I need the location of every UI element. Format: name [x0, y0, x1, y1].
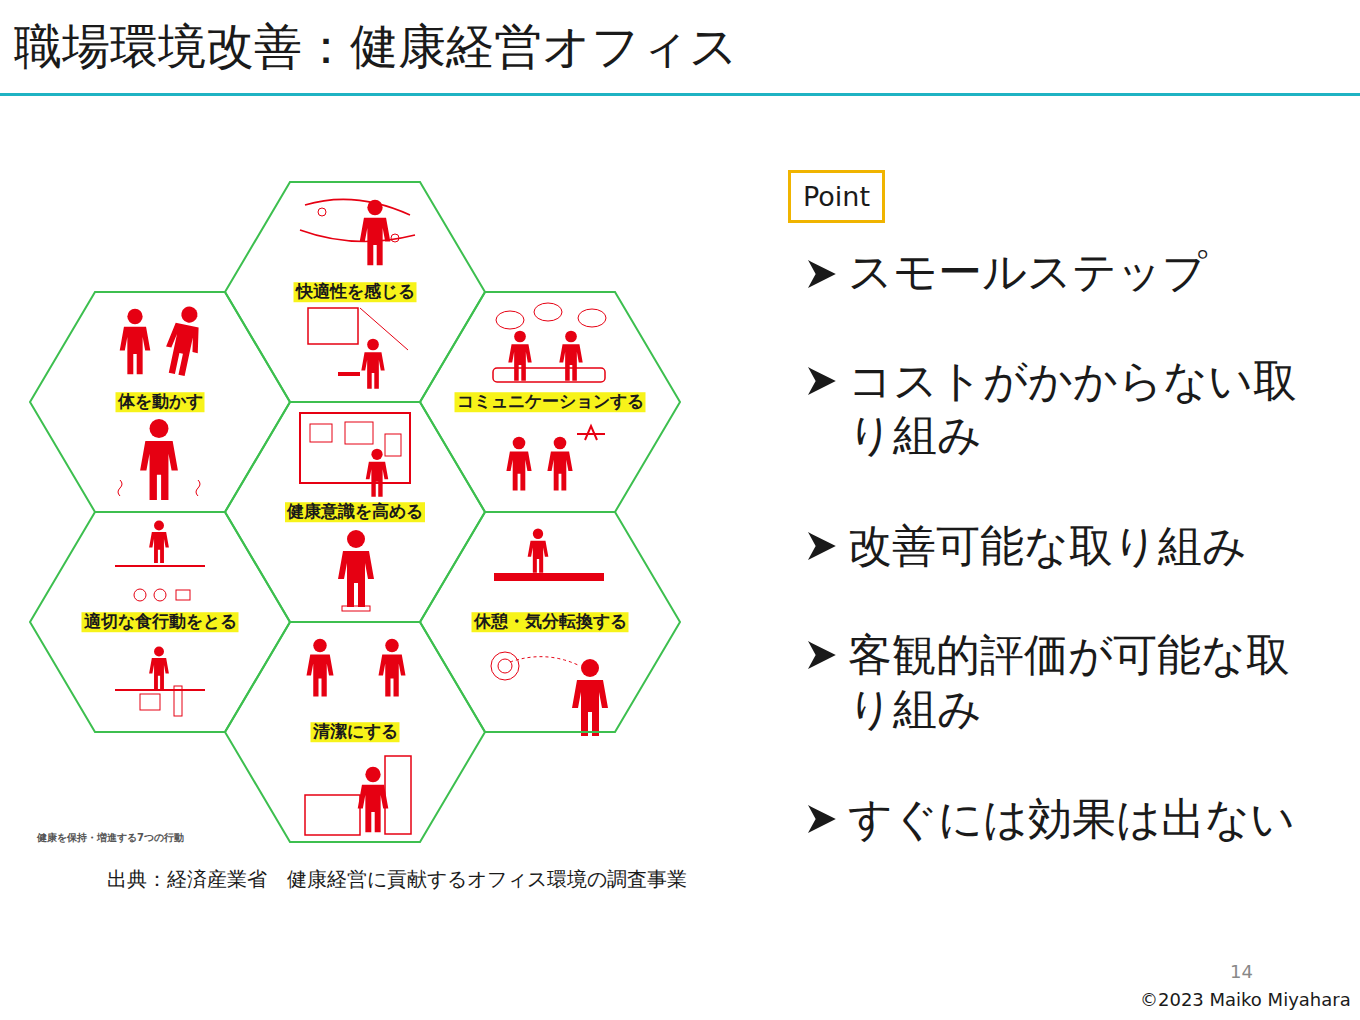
hexagon-label: コミュニケーションする [455, 392, 646, 412]
hexagon-label: 健康意識を高める [285, 502, 425, 522]
copyright: ©2023 Maiko Miyahara [1140, 989, 1351, 1010]
title-rule [0, 93, 1360, 96]
hexagon-node: 体を動かす [30, 292, 290, 512]
hexagon-node: 健康意識を高める [225, 402, 485, 622]
point-box: Point [788, 170, 885, 223]
point-bullet: コストがかからない取り組み [848, 354, 1318, 461]
point-label: Point [803, 181, 870, 212]
point-bullet: すぐには効果は出ない [848, 792, 1318, 846]
clean-illustration [305, 639, 411, 835]
hexagon-node: 清潔にする [225, 622, 485, 842]
hexagon-label: 清潔にする [311, 722, 400, 742]
hexagon-node: 休憩・気分転換する [420, 512, 680, 732]
point-bullet: 改善可能な取り組み [848, 519, 1318, 573]
hexagon-label: 体を動かす [116, 392, 205, 412]
hexagon-label: 適切な食行動をとる [82, 612, 239, 632]
rest-illustration [491, 529, 608, 736]
hexagon-label: 休憩・気分転換する [472, 612, 629, 632]
point-bullet: 客観的評価が可能な取り組み [848, 628, 1318, 735]
point-bullet: スモールステップ [848, 245, 1318, 299]
hexagon-node: 快適性を感じる [225, 182, 485, 402]
hexagon-node: コミュニケーションする [420, 292, 680, 512]
slide-title: 職場環境改善：健康経営オフィス [14, 18, 738, 76]
bullet-arrows [811, 263, 833, 830]
hexagon-label: 快適性を感じる [294, 282, 417, 302]
hexagon-node: 適切な食行動をとる [30, 512, 290, 732]
source-caption: 出典：経済産業省 健康経営に貢献するオフィス環境の調査事業 [107, 866, 687, 893]
page-number: 14 [1230, 961, 1253, 982]
figure-note: 健康を保持・増進する7つの行動 [37, 831, 184, 845]
